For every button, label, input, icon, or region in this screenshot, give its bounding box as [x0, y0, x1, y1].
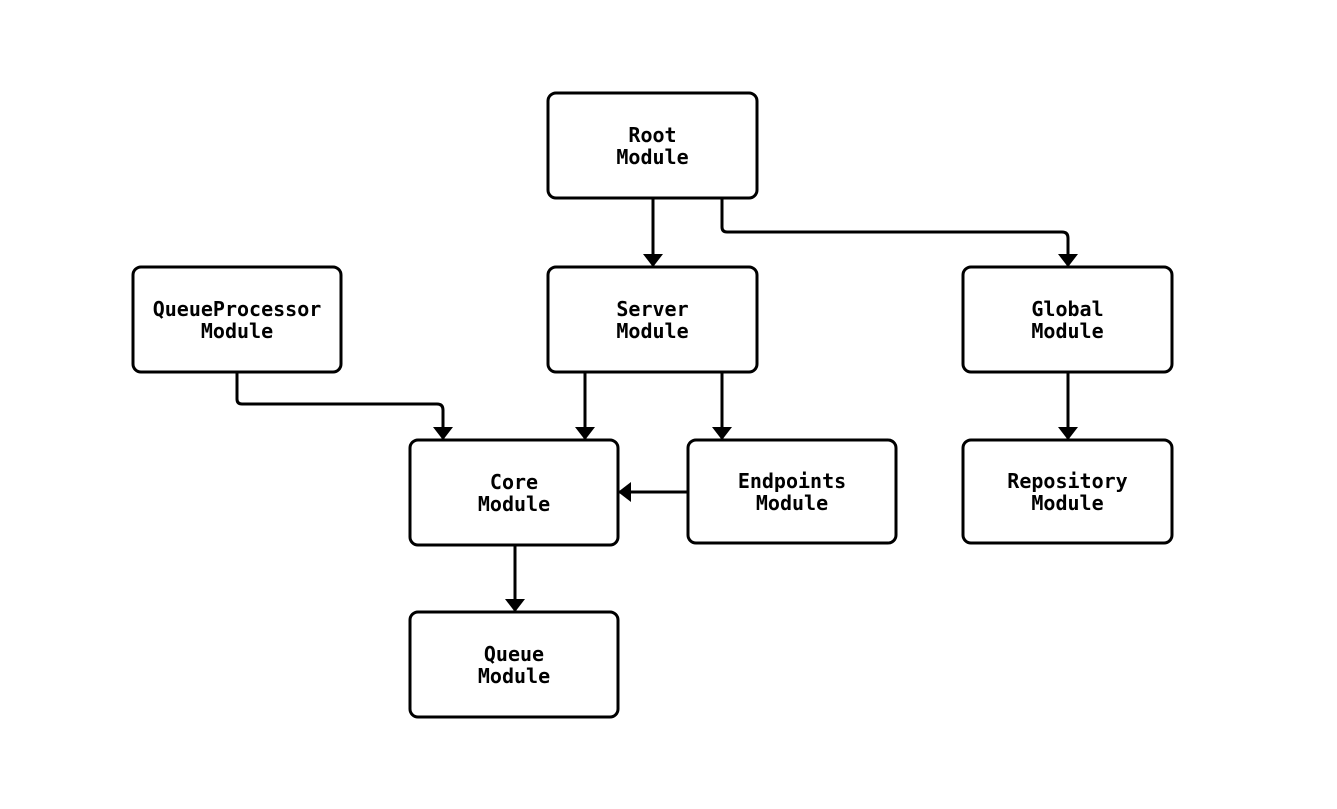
node-label-line2: Module [616, 319, 688, 343]
node-label-line1: Queue [484, 642, 544, 666]
node-server-module: Server Module [546, 265, 759, 374]
node-label-line1: Server [616, 297, 688, 321]
node-label-line2: Module [1031, 491, 1103, 515]
node-label-line1: Root [628, 123, 676, 147]
node-label-line2: Module [478, 492, 550, 516]
node-endpoints-module: Endpoints Module [686, 438, 898, 545]
node-label-line1: QueueProcessor [153, 297, 322, 321]
node-repository-module: Repository Module [961, 438, 1174, 545]
edge-layer [235, 198, 1078, 612]
node-box [546, 91, 759, 200]
node-box [961, 265, 1174, 374]
node-global-module: Global Module [961, 265, 1174, 374]
node-box [408, 610, 620, 719]
node-label-line1: Endpoints [738, 469, 846, 493]
node-box [961, 438, 1174, 545]
node-label-line2: Module [1031, 319, 1103, 343]
node-box [546, 265, 759, 374]
node-core-module: Core Module [408, 438, 620, 547]
node-label-line1: Global [1031, 297, 1103, 321]
node-label-line1: Core [490, 470, 538, 494]
node-label-line2: Module [478, 664, 550, 688]
node-queue-module: Queue Module [408, 610, 620, 719]
node-layer: Root Module QueueProcessor Module Server… [131, 91, 1174, 719]
node-box [686, 438, 898, 545]
node-queueprocessor-module: QueueProcessor Module [131, 265, 343, 374]
node-box [408, 438, 620, 547]
node-box [131, 265, 343, 374]
node-root-module: Root Module [546, 91, 759, 200]
node-label-line2: Module [616, 145, 688, 169]
node-label-line1: Repository [1007, 469, 1127, 493]
edge-root-to-global [720, 198, 1078, 267]
node-label-line2: Module [201, 319, 273, 343]
node-label-line2: Module [756, 491, 828, 515]
edge-queueprocessor-to-core [235, 372, 453, 440]
